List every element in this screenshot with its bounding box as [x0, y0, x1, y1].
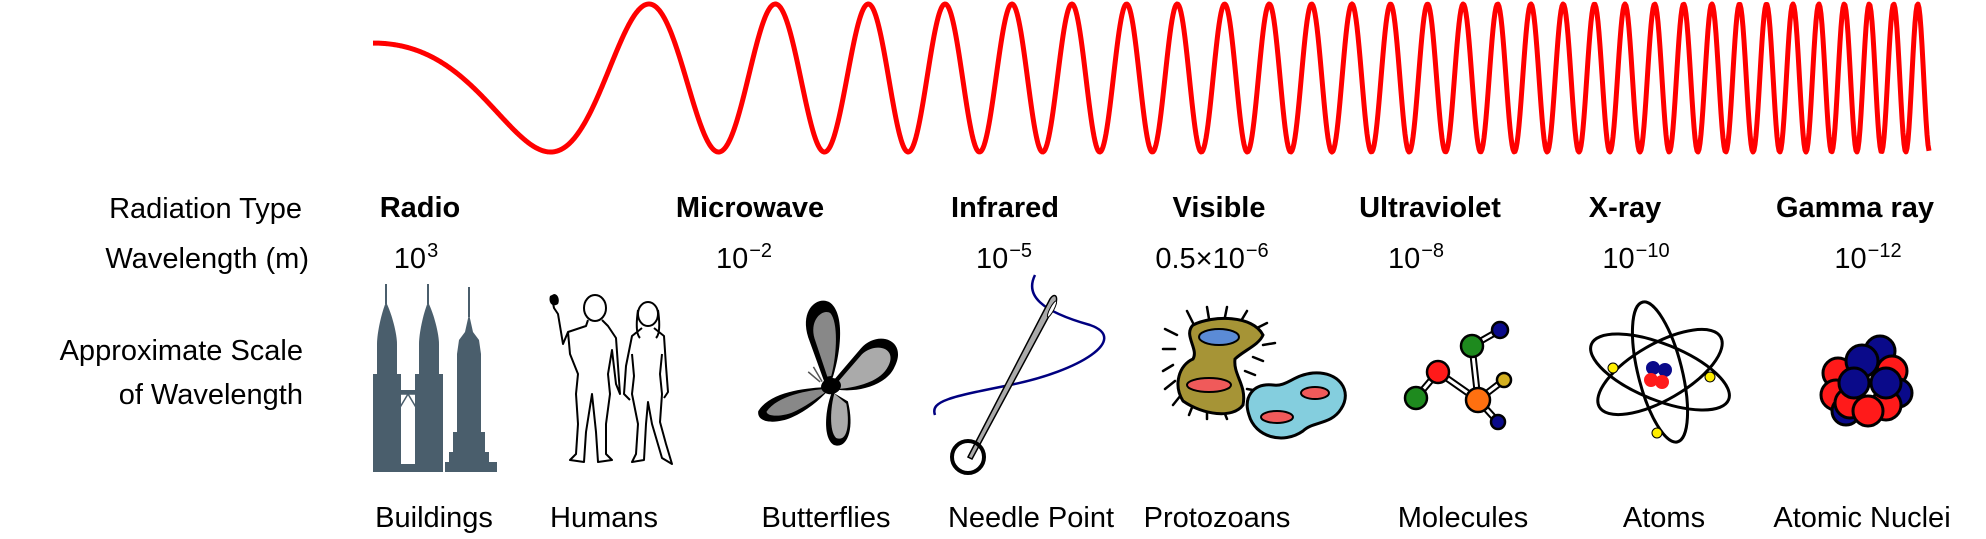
needle-icon: [933, 274, 1106, 475]
wavelength-ultraviolet: 10−8: [1387, 240, 1445, 275]
band-type-xray: X-ray: [1588, 192, 1662, 224]
wavelength-gamma: 10−12: [1834, 240, 1902, 275]
atom-icon: [1589, 300, 1731, 444]
band-type-gamma: Gamma ray: [1776, 192, 1934, 224]
scale-label-needle-point: Needle Point: [947, 502, 1115, 534]
protozoa-icon: [1161, 305, 1347, 440]
wavelength-xray: 10−10: [1602, 240, 1670, 275]
band-type-microwave: Microwave: [675, 192, 825, 224]
wavelength-visible: 0.5×10−6: [1155, 240, 1269, 275]
wavelength-infrared: 10−5: [975, 240, 1033, 275]
humans-icon: [549, 294, 673, 465]
scale-label-butterflies: Butterflies: [761, 502, 891, 534]
molecule-icon: [1403, 320, 1513, 431]
buildings-icon: [373, 284, 497, 472]
scale-label-humans: Humans: [550, 502, 658, 534]
wave-path: [371, 1, 1932, 155]
scale-label-buildings: Buildings: [375, 502, 493, 534]
scale-label-atoms: Atoms: [1622, 502, 1706, 534]
scale-label-molecules: Molecules: [1397, 502, 1529, 534]
band-type-ultraviolet: Ultraviolet: [1359, 192, 1501, 224]
wavelength-radio: 103: [393, 240, 439, 275]
band-type-infrared: Infrared: [951, 192, 1059, 224]
row-label-wavelength: Wavelength (m): [105, 243, 309, 275]
wavelength-microwave: 10−2: [715, 240, 773, 275]
scale-label-atomic-nuclei: Atomic Nuclei: [1773, 502, 1951, 534]
electromagnetic-wave: [371, 1, 1932, 155]
band-type-radio: Radio: [379, 192, 461, 224]
nucleus-icon: [1819, 334, 1914, 428]
row-label-scale-2: of Wavelength: [118, 379, 303, 411]
band-type-visible: Visible: [1172, 192, 1266, 224]
butterfly-icon: [758, 300, 898, 446]
row-label-scale-1: Approximate Scale: [59, 335, 303, 367]
scale-label-protozoans: Protozoans: [1143, 502, 1291, 534]
row-label-radiation-type: Radiation Type: [109, 193, 302, 225]
